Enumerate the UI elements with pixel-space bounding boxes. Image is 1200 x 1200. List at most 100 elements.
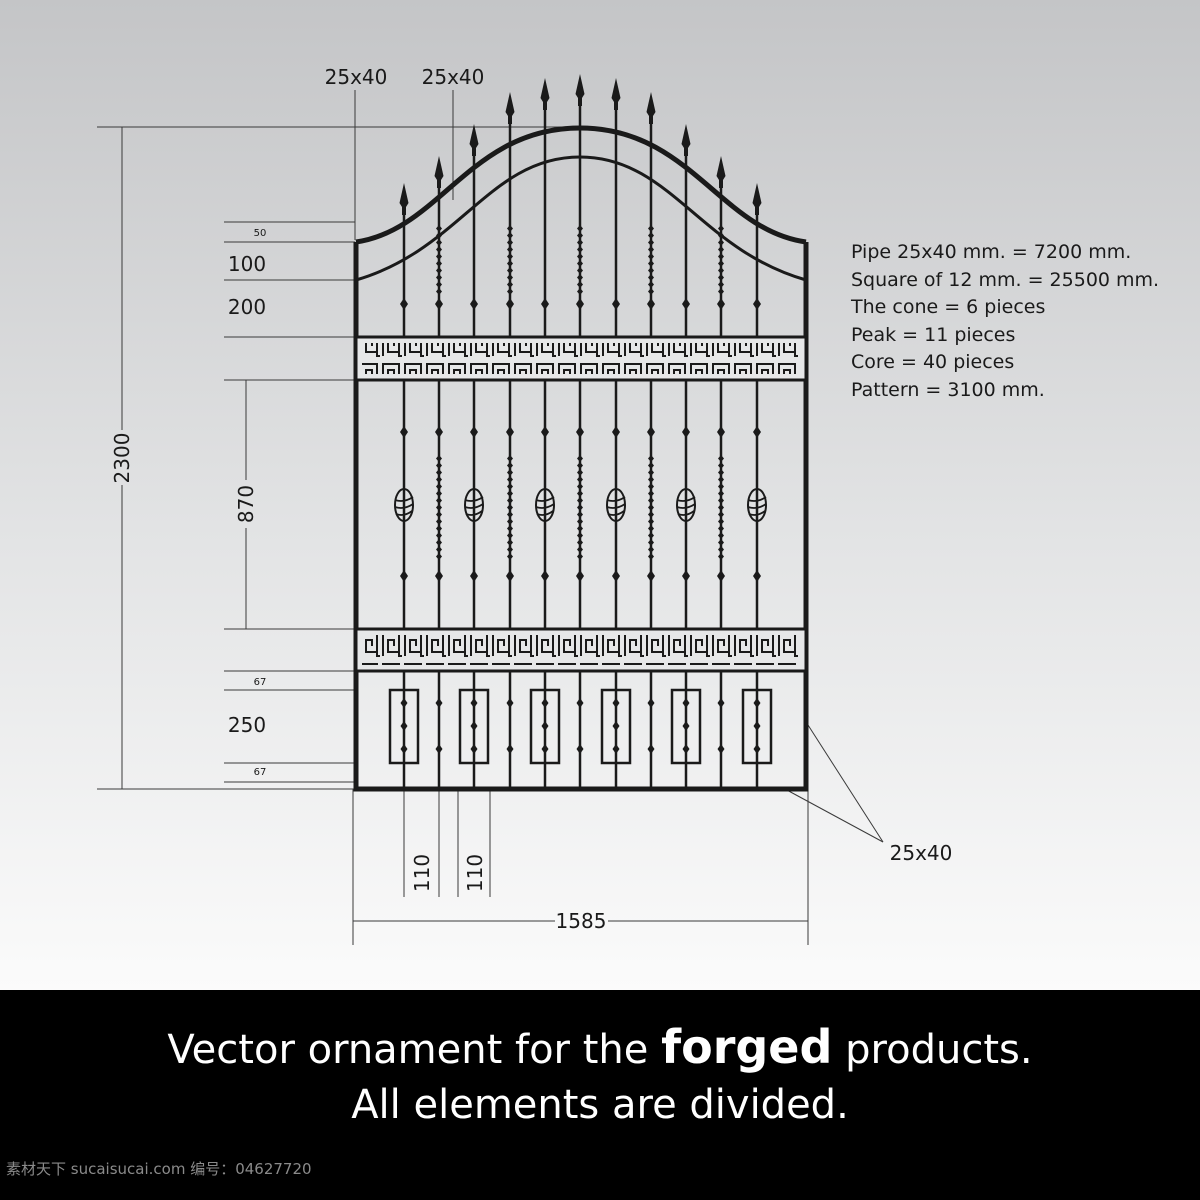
twist-segment xyxy=(436,525,442,532)
twist-segment xyxy=(507,239,513,246)
twist-segment xyxy=(648,497,654,504)
panel-knot xyxy=(612,698,620,708)
twist-segment xyxy=(648,253,654,260)
twist-segment xyxy=(577,546,583,553)
peak-finial xyxy=(399,183,409,207)
pipe-size-label-right: 25x40 xyxy=(422,65,485,89)
twist-segment xyxy=(648,232,654,239)
twist-segment xyxy=(718,476,724,483)
twist-segment xyxy=(577,553,583,560)
twist-segment xyxy=(507,462,513,469)
cone-twist xyxy=(535,496,555,516)
twist-segment xyxy=(507,274,513,281)
twist-segment xyxy=(718,483,724,490)
twist-segment xyxy=(718,469,724,476)
twist-segment xyxy=(436,483,442,490)
peak-finial xyxy=(540,78,550,102)
meander-pattern-top xyxy=(362,343,800,374)
twist-segment xyxy=(577,239,583,246)
panel-knot xyxy=(470,698,478,708)
core-knot xyxy=(682,570,690,582)
twist-segment xyxy=(507,476,513,483)
panel-knot xyxy=(753,744,761,754)
twist-segment xyxy=(436,288,442,295)
finial-collar xyxy=(719,180,723,188)
material-item: The cone = 6 pieces xyxy=(851,296,1046,318)
core-knots xyxy=(400,225,761,582)
twist-segment xyxy=(648,476,654,483)
frame-pipe-label: 25x40 xyxy=(890,841,953,865)
gate xyxy=(353,74,809,792)
core-knot xyxy=(612,298,620,310)
panel-knot xyxy=(470,744,478,754)
twist-segment xyxy=(718,267,724,274)
bottom-panel xyxy=(741,688,773,765)
twist-segment xyxy=(436,225,442,232)
material-item: Square of 12 mm. = 25500 mm. xyxy=(851,268,1160,291)
twist-segment xyxy=(507,539,513,546)
twist-segment xyxy=(507,455,513,462)
twist-segment xyxy=(577,246,583,253)
bottom-panel xyxy=(600,688,632,765)
twist-segment xyxy=(577,497,583,504)
core-knot xyxy=(435,570,443,582)
twist-segment xyxy=(507,288,513,295)
core-knot xyxy=(541,298,549,310)
finial-collar xyxy=(437,180,441,188)
twist-segment xyxy=(648,525,654,532)
gate-svg: 25x40 25x40 50 100 200 2300 870 67 250 6… xyxy=(97,65,953,945)
finial-collar xyxy=(755,207,759,215)
twist-segment xyxy=(436,546,442,553)
twist-segment xyxy=(648,483,654,490)
twist-segment xyxy=(507,504,513,511)
core-knot xyxy=(717,570,725,582)
twist-segment xyxy=(718,511,724,518)
bar-knot xyxy=(576,744,584,754)
bar-knot xyxy=(506,744,514,754)
twist-segment xyxy=(577,511,583,518)
twist-segment xyxy=(648,274,654,281)
peak-finial xyxy=(646,92,656,116)
twist-segment xyxy=(507,532,513,539)
bottom-panel xyxy=(670,688,702,765)
finial-collar xyxy=(614,102,618,110)
twist-segment xyxy=(718,239,724,246)
twist-segment xyxy=(718,539,724,546)
twist-segment xyxy=(648,246,654,253)
bar-knot xyxy=(717,744,725,754)
bottom-panel xyxy=(388,688,420,765)
core-knot xyxy=(717,426,725,438)
twist-segment xyxy=(577,253,583,260)
twist-segment xyxy=(436,539,442,546)
twist-segment xyxy=(718,246,724,253)
panel-knot xyxy=(400,744,408,754)
twist-segment xyxy=(436,253,442,260)
core-knot xyxy=(717,298,725,310)
twist-segment xyxy=(577,469,583,476)
twist-segment xyxy=(577,455,583,462)
cone-twist xyxy=(676,496,696,516)
core-knot xyxy=(470,570,478,582)
caption-line-1: Vector ornament for the forged products. xyxy=(0,1020,1200,1074)
twist-segment xyxy=(648,281,654,288)
twist-segment xyxy=(507,490,513,497)
twist-segment xyxy=(648,518,654,525)
twist-segment xyxy=(436,455,442,462)
core-knot xyxy=(682,298,690,310)
twist-segment xyxy=(577,274,583,281)
twist-segment xyxy=(436,553,442,560)
pipe-size-label-left: 25x40 xyxy=(325,65,388,89)
twist-segment xyxy=(436,462,442,469)
finial-collar xyxy=(684,148,688,156)
twist-segment xyxy=(577,260,583,267)
panel-knot xyxy=(753,721,761,731)
twist-segment xyxy=(436,511,442,518)
material-item: Pattern = 3100 mm. xyxy=(851,378,1045,401)
dim-250-label: 250 xyxy=(228,713,266,737)
panel-knot xyxy=(682,698,690,708)
core-knot xyxy=(506,298,514,310)
twist-segment xyxy=(507,253,513,260)
twist-segment xyxy=(577,267,583,274)
twist-segment xyxy=(648,225,654,232)
twist-segment xyxy=(718,225,724,232)
